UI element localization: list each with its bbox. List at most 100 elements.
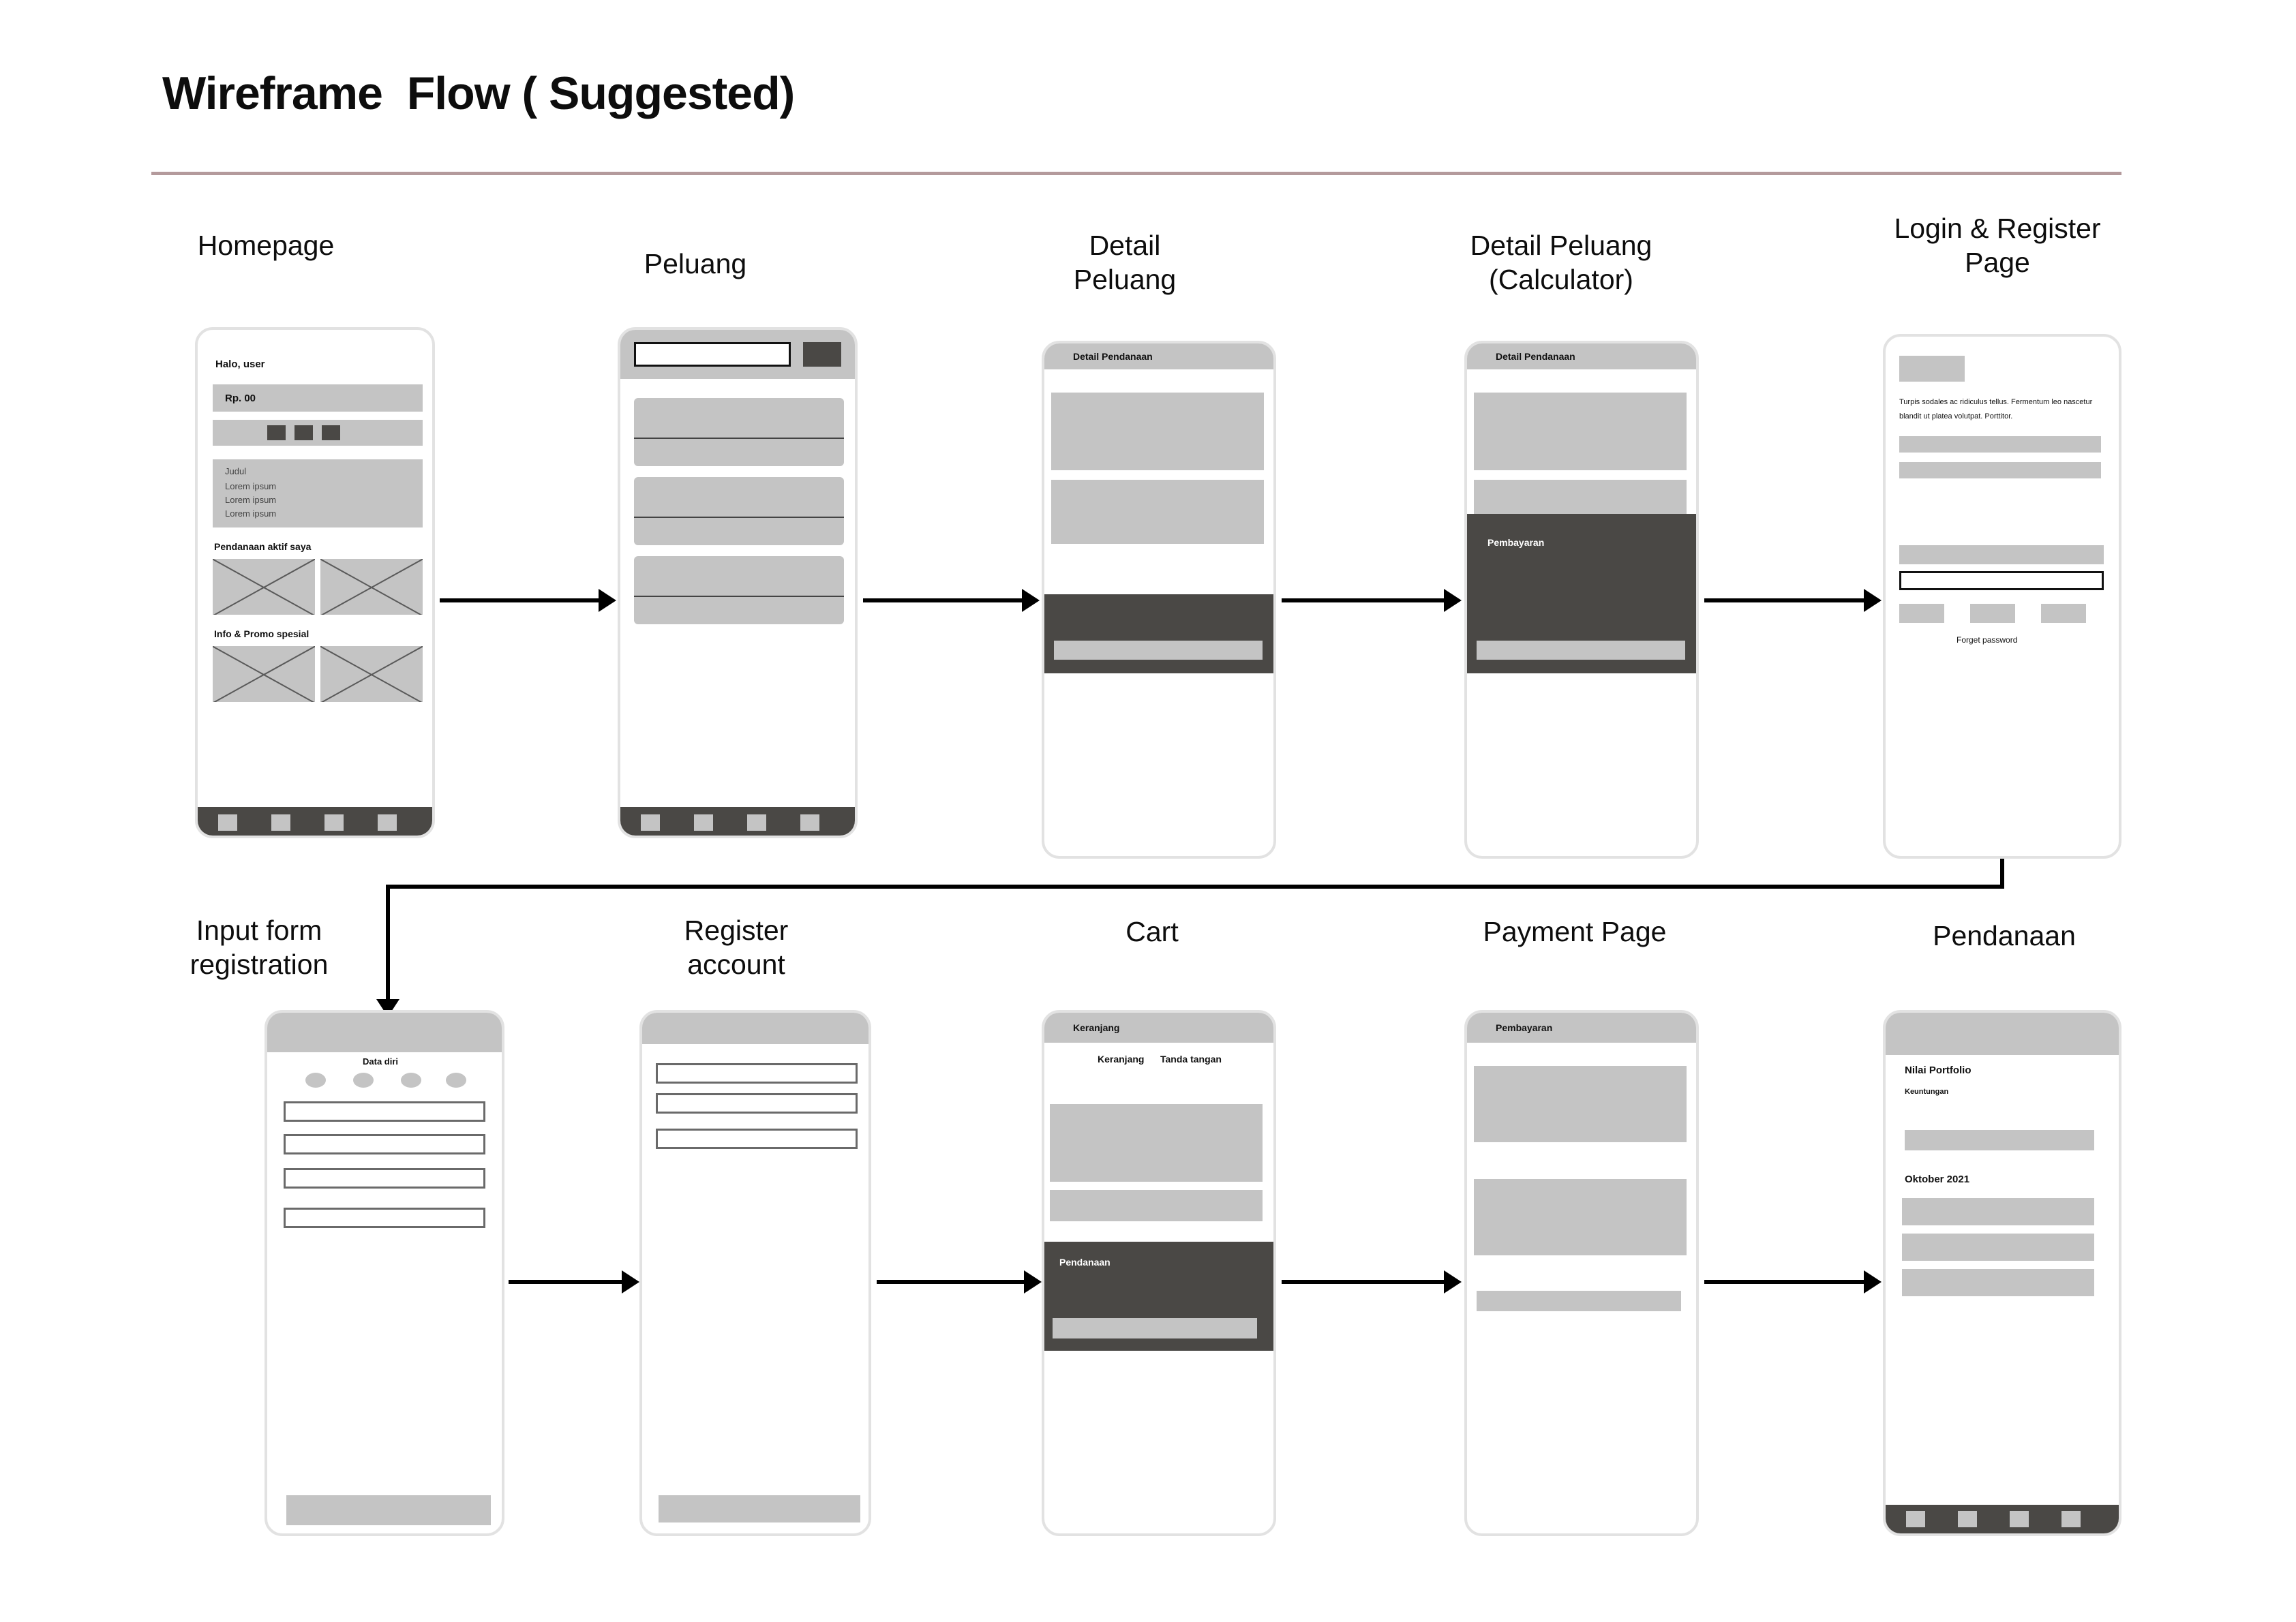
arrow-homepage-to-peluang bbox=[440, 589, 616, 612]
form-field-3[interactable] bbox=[284, 1168, 485, 1189]
flow-label-pendanaan: Pendanaan bbox=[1933, 920, 2076, 951]
promo-thumb-1[interactable] bbox=[213, 646, 315, 702]
screen-homepage[interactable]: Halo, user Rp. 00 Judul Lorem ipsum Lore… bbox=[195, 327, 435, 838]
form-field-1[interactable] bbox=[284, 1101, 485, 1122]
nav-item-4-icon[interactable] bbox=[800, 814, 819, 831]
flow-label-peluang: Peluang bbox=[644, 248, 747, 279]
arrow-register-to-cart bbox=[877, 1270, 1042, 1294]
screen-peluang[interactable] bbox=[618, 327, 858, 838]
peluang-card-2[interactable] bbox=[634, 477, 844, 545]
bottom-nav[interactable] bbox=[1886, 1505, 2119, 1533]
promo-card-line-1: Lorem ipsum bbox=[225, 481, 277, 491]
arrow-calculator-to-login bbox=[1704, 589, 1882, 612]
password-field[interactable] bbox=[1899, 462, 2101, 478]
promo-card[interactable]: Judul Lorem ipsum Lorem ipsum Lorem ipsu… bbox=[213, 459, 423, 527]
step-dot-1[interactable] bbox=[305, 1073, 326, 1088]
quick-action-icon-1[interactable] bbox=[267, 425, 286, 440]
nav-item-3-icon[interactable] bbox=[324, 814, 344, 831]
funding-thumb-2[interactable] bbox=[320, 559, 423, 615]
flow-label-input-form: Input form registration bbox=[190, 915, 329, 981]
register-field-1[interactable] bbox=[656, 1063, 858, 1084]
nav-item-2-icon[interactable] bbox=[694, 814, 713, 831]
register-button[interactable] bbox=[1899, 571, 2104, 590]
screen-detail-calculator[interactable]: Detail Pendanaan Pembayaran bbox=[1464, 341, 1699, 859]
nav-item-2-icon[interactable] bbox=[271, 814, 290, 831]
arrow-peluang-to-detail bbox=[863, 589, 1040, 612]
form-field-4[interactable] bbox=[284, 1208, 485, 1228]
nav-item-4-icon[interactable] bbox=[2061, 1511, 2081, 1527]
login-button[interactable] bbox=[1899, 545, 2104, 564]
detail-peluang-header: Detail Pendanaan bbox=[1044, 343, 1273, 369]
flow-label-cart: Cart bbox=[1126, 916, 1179, 947]
connector-horizontal-return bbox=[386, 885, 2004, 889]
payment-block-2 bbox=[1474, 1179, 1687, 1255]
flow-label-register-account: Register account bbox=[684, 915, 789, 981]
nav-item-3-icon[interactable] bbox=[2010, 1511, 2029, 1527]
flow-label-detail-calculator: Detail Peluang (Calculator) bbox=[1470, 230, 1652, 296]
screen-register-account[interactable] bbox=[639, 1010, 871, 1536]
payment-header-title: Pembayaran bbox=[1496, 1022, 1553, 1033]
bottom-nav[interactable] bbox=[198, 807, 432, 836]
nav-item-1-icon[interactable] bbox=[218, 814, 237, 831]
social-login-1[interactable] bbox=[1899, 604, 1944, 623]
nav-item-3-icon[interactable] bbox=[747, 814, 766, 831]
homepage-greeting: Halo, user bbox=[215, 358, 265, 370]
detail-primary-button[interactable] bbox=[1054, 641, 1263, 660]
screen-detail-peluang[interactable]: Detail Pendanaan bbox=[1042, 341, 1276, 859]
social-login-3[interactable] bbox=[2041, 604, 2086, 623]
register-field-2[interactable] bbox=[656, 1093, 858, 1114]
payment-sheet: Pembayaran bbox=[1467, 514, 1696, 673]
form-submit-button[interactable] bbox=[286, 1495, 491, 1525]
step-dot-3[interactable] bbox=[401, 1073, 421, 1088]
balance-card[interactable]: Rp. 00 bbox=[213, 384, 423, 412]
bottom-nav[interactable] bbox=[620, 807, 855, 836]
step-dot-4[interactable] bbox=[446, 1073, 466, 1088]
screen-login-register[interactable]: Turpis sodales ac ridiculus tellus. Ferm… bbox=[1883, 334, 2121, 859]
nav-item-1-icon[interactable] bbox=[1906, 1511, 1925, 1527]
payment-confirm-button[interactable] bbox=[1477, 1291, 1681, 1311]
cart-checkout-button[interactable] bbox=[1053, 1318, 1257, 1338]
arrow-cart-to-payment bbox=[1282, 1270, 1462, 1294]
transaction-row-3[interactable] bbox=[1902, 1269, 2094, 1296]
section-title-pendanaan-aktif: Pendanaan aktif saya bbox=[214, 541, 312, 552]
register-submit-button[interactable] bbox=[659, 1495, 860, 1522]
calculator-header: Detail Pendanaan bbox=[1467, 343, 1696, 369]
flow-label-homepage: Homepage bbox=[197, 230, 335, 261]
cart-header: Keranjang bbox=[1044, 1013, 1273, 1043]
tab-tanda-tangan[interactable]: Tanda tangan bbox=[1160, 1054, 1222, 1065]
promo-card-line-3: Lorem ipsum bbox=[225, 508, 277, 519]
portfolio-value-label: Nilai Portfolio bbox=[1905, 1065, 1972, 1076]
register-field-3[interactable] bbox=[656, 1129, 858, 1149]
screen-pendanaan[interactable]: Nilai Portfolio Keuntungan Oktober 2021 bbox=[1883, 1010, 2121, 1536]
promo-thumb-2[interactable] bbox=[320, 646, 423, 702]
peluang-card-1[interactable] bbox=[634, 398, 844, 466]
forget-password-link[interactable]: Forget password bbox=[1957, 635, 2018, 645]
quick-actions-row[interactable] bbox=[213, 420, 423, 446]
funding-thumb-1[interactable] bbox=[213, 559, 315, 615]
promo-card-line-2: Lorem ipsum bbox=[225, 495, 277, 505]
step-dot-2[interactable] bbox=[353, 1073, 374, 1088]
screen-input-form[interactable]: Data diri bbox=[265, 1010, 504, 1536]
peluang-card-3[interactable] bbox=[634, 556, 844, 624]
detail-footer-sheet bbox=[1044, 594, 1273, 673]
nav-item-2-icon[interactable] bbox=[1958, 1511, 1977, 1527]
screen-cart[interactable]: Keranjang Keranjang Tanda tangan Pendana… bbox=[1042, 1010, 1276, 1536]
transaction-row-1[interactable] bbox=[1902, 1198, 2094, 1225]
title-divider bbox=[151, 172, 2121, 175]
form-field-2[interactable] bbox=[284, 1134, 485, 1154]
detail-block-2 bbox=[1051, 480, 1264, 544]
filter-button[interactable] bbox=[803, 342, 841, 367]
search-input[interactable] bbox=[634, 342, 791, 367]
tab-keranjang[interactable]: Keranjang bbox=[1098, 1054, 1145, 1065]
transaction-row-2[interactable] bbox=[1902, 1234, 2094, 1261]
payment-sheet-title: Pembayaran bbox=[1487, 537, 1545, 548]
nav-item-1-icon[interactable] bbox=[641, 814, 660, 831]
quick-action-icon-3[interactable] bbox=[322, 425, 340, 440]
screen-payment[interactable]: Pembayaran bbox=[1464, 1010, 1699, 1536]
social-login-2[interactable] bbox=[1970, 604, 2015, 623]
payment-sheet-button[interactable] bbox=[1477, 641, 1685, 660]
quick-action-icon-2[interactable] bbox=[294, 425, 313, 440]
calculator-header-title: Detail Pendanaan bbox=[1496, 351, 1575, 362]
nav-item-4-icon[interactable] bbox=[378, 814, 397, 831]
email-field[interactable] bbox=[1899, 436, 2101, 453]
